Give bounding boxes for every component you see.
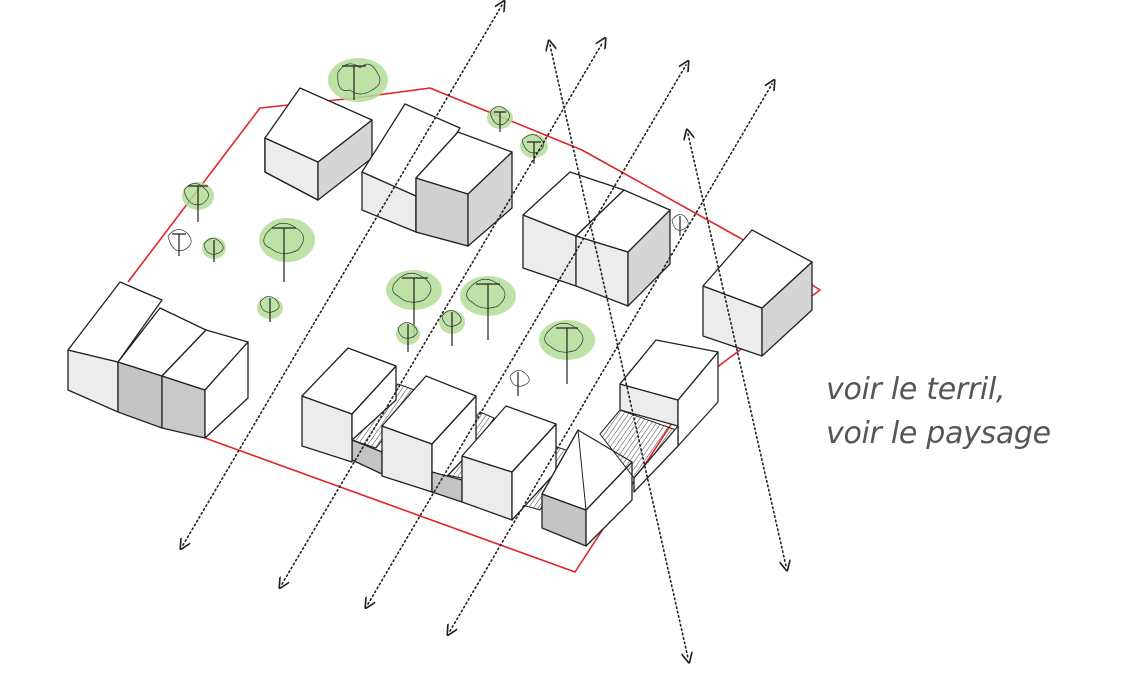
tree-icon [539,320,595,384]
tree-icon [439,310,465,346]
sight-line [450,84,772,631]
tree-icon [328,58,388,102]
sight-line [550,45,688,658]
tree-icon [460,276,516,340]
trees-middle [386,270,595,396]
building-back-center [361,103,513,247]
caption-line-2: voir le paysage [826,416,1051,451]
tree-icon [509,370,530,396]
tree-icon [202,237,226,262]
tree-icon [259,218,315,282]
tree-icon [520,134,548,164]
sight-line [688,134,786,566]
building-back-right [522,171,671,307]
tree-icon [167,229,192,256]
diagram-caption: voir le terril, voir le paysage [826,368,1051,456]
tree-icon [396,322,420,352]
building-far-right [702,229,813,357]
building-front-left [67,281,249,439]
tree-icon [257,296,283,322]
tree-icon [182,182,214,222]
tree-icon [487,106,513,132]
building-back-left [264,87,373,201]
caption-line-1: voir le terril, [826,372,1006,407]
sight-lines [183,5,786,658]
tree-icon [671,214,689,236]
